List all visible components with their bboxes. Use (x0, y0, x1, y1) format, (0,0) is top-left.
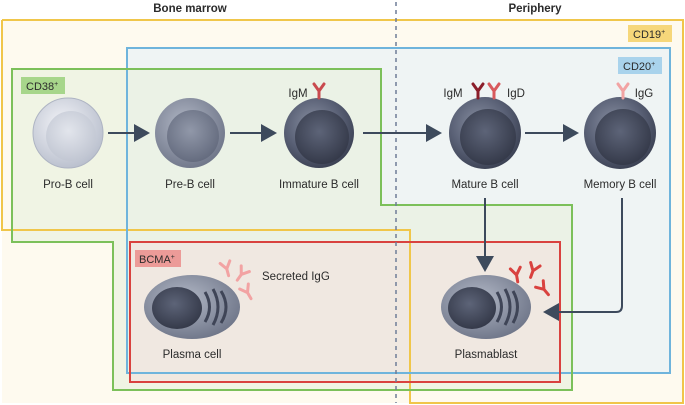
svg-text:BCMA+: BCMA+ (139, 254, 175, 266)
secreted-igg-label: Secreted IgG (262, 271, 330, 283)
cd38-badge: CD38+ (21, 77, 65, 94)
pro-b-cell (32, 97, 104, 169)
memory-b-cell (584, 97, 656, 169)
cd20-badge: CD20+ (618, 57, 662, 74)
plasma-cell-label: Plasma cell (163, 349, 222, 361)
pre-b-cell-label: Pre-B cell (165, 179, 215, 191)
cd20-region-border (126, 47, 671, 374)
cd20-badge-sup: + (651, 61, 655, 68)
immature-b-cell (284, 98, 354, 168)
pre-b-cell (155, 98, 225, 168)
mature-b-cell (449, 97, 521, 169)
bcma-badge-sup: + (171, 254, 175, 261)
svg-text:CD20+: CD20+ (623, 61, 655, 73)
header-periphery: Periphery (508, 3, 562, 15)
plasma-cell (144, 275, 240, 339)
cd38-badge-label: CD38 (26, 81, 54, 93)
cd19-badge-sup: + (661, 29, 665, 36)
memory-b-cell-label: Memory B cell (584, 179, 657, 191)
header-bone-marrow: Bone marrow (153, 3, 227, 15)
pro-b-cell-label: Pro-B cell (43, 179, 93, 191)
igm-immature-label: IgM (288, 88, 307, 100)
plasmablast-label: Plasmablast (455, 349, 518, 361)
arrow-memory-to-plasmablast (543, 198, 623, 321)
cd19-badge-label: CD19 (633, 29, 661, 41)
igg-memory-label: IgG (635, 88, 654, 100)
immature-b-cell-label: Immature B cell (279, 179, 359, 191)
cd19-region-border (1, 19, 684, 404)
svg-text:CD38+: CD38+ (26, 81, 58, 93)
cd38-region-border (11, 68, 573, 391)
cd38-badge-sup: + (54, 81, 58, 88)
cd19-badge: CD19+ (628, 25, 672, 42)
igd-label: IgD (507, 88, 525, 100)
bcma-badge-label: BCMA (139, 254, 171, 266)
mature-b-cell-label: Mature B cell (451, 179, 518, 191)
bcma-badge: BCMA+ (135, 250, 181, 267)
cd20-badge-label: CD20 (623, 61, 651, 73)
svg-text:CD19+: CD19+ (633, 29, 665, 41)
igm-mature-label: IgM (443, 88, 462, 100)
plasmablast-cell (441, 275, 531, 339)
